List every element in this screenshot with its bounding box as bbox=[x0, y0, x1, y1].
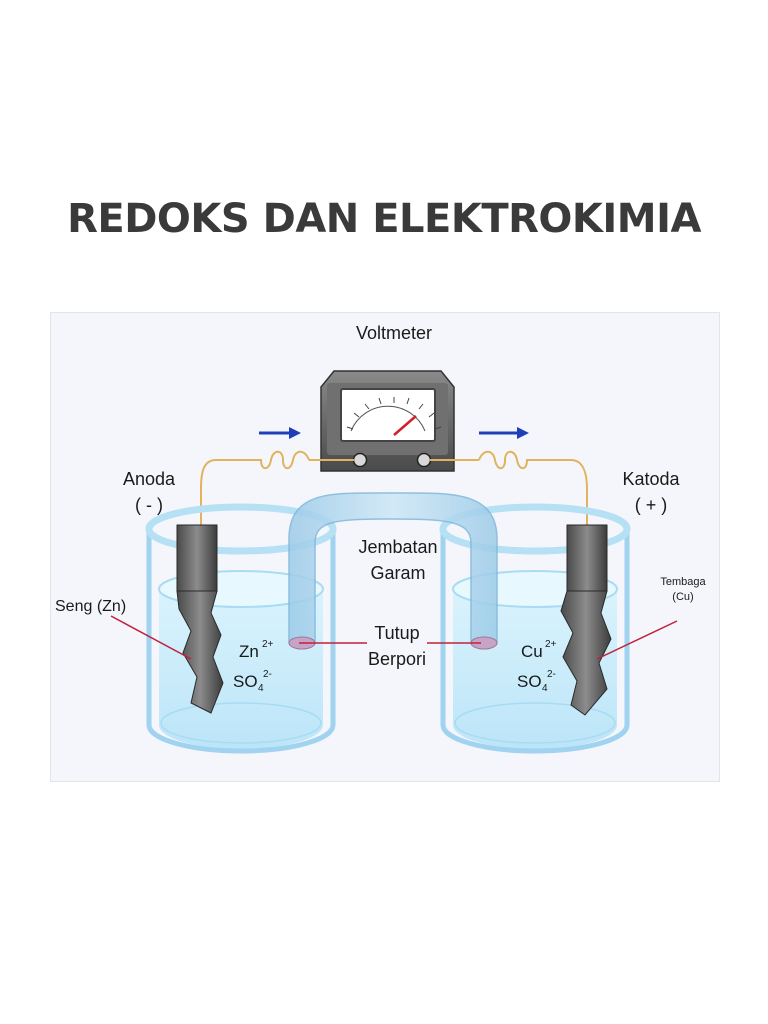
galvanic-cell-diagram: Voltmeter bbox=[50, 312, 720, 782]
electron-flow-arrow-left bbox=[259, 427, 301, 439]
svg-text:Cu: Cu bbox=[521, 642, 543, 661]
voltmeter-label: Voltmeter bbox=[356, 323, 432, 343]
svg-text:2-: 2- bbox=[547, 669, 556, 680]
svg-text:Zn: Zn bbox=[239, 642, 259, 661]
svg-text:2+: 2+ bbox=[262, 639, 274, 650]
ion-cu: Cu 2+ bbox=[521, 639, 557, 661]
copper-label-line2: (Cu) bbox=[672, 591, 693, 603]
salt-bridge-label-line1: Jembatan bbox=[358, 537, 437, 557]
ion-so4-left: SO 4 2- bbox=[233, 669, 272, 694]
page-title: REDOKS DAN ELEKTROKIMIA bbox=[67, 196, 701, 242]
svg-text:SO: SO bbox=[233, 672, 258, 691]
right-wire bbox=[430, 450, 588, 527]
porous-cap-label-line2: Berpori bbox=[368, 649, 426, 669]
svg-text:4: 4 bbox=[258, 683, 264, 694]
svg-text:2-: 2- bbox=[263, 669, 272, 680]
porous-cap-label-line1: Tutup bbox=[374, 623, 419, 643]
label-pointer-lines bbox=[110, 615, 678, 660]
anode-label: Anoda bbox=[123, 469, 176, 489]
cathode-label: Katoda bbox=[622, 469, 680, 489]
ion-so4-right: SO 4 2- bbox=[517, 669, 556, 694]
left-wire bbox=[200, 450, 354, 527]
salt-bridge-label-line2: Garam bbox=[370, 563, 425, 583]
cathode-sign: ( + ) bbox=[635, 495, 668, 515]
zinc-label: Seng (Zn) bbox=[55, 598, 126, 615]
voltmeter bbox=[320, 370, 455, 472]
copper-label-line1: Tembaga bbox=[660, 576, 706, 588]
anode-sign: ( - ) bbox=[135, 495, 163, 515]
zinc-electrode bbox=[176, 524, 224, 714]
voltmeter-needle bbox=[393, 415, 417, 436]
svg-text:2+: 2+ bbox=[545, 639, 557, 650]
ion-zn: Zn 2+ bbox=[239, 639, 274, 661]
svg-text:SO: SO bbox=[517, 672, 542, 691]
electron-flow-arrow-right bbox=[479, 427, 529, 439]
svg-text:4: 4 bbox=[542, 683, 548, 694]
copper-electrode bbox=[560, 524, 612, 716]
